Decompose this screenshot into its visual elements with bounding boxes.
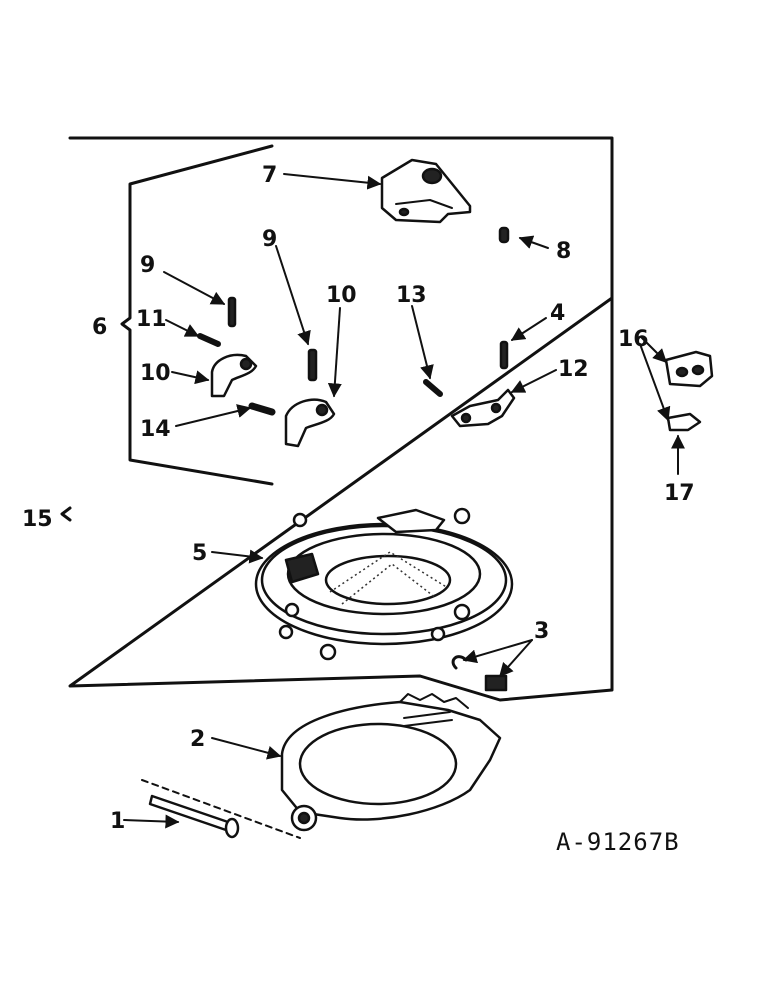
callout-14: 14: [140, 417, 171, 442]
part-7-housing: [380, 158, 472, 224]
part-9-left-pin: [227, 296, 237, 328]
bracket-6: [120, 144, 274, 486]
callout-5: 5: [192, 541, 207, 566]
callout-13: 13: [396, 283, 427, 308]
callout-4: 4: [550, 301, 565, 326]
part-5-housing-ring: [254, 507, 514, 661]
callout-9-left: 9: [140, 253, 155, 278]
part-12-latch: [450, 388, 516, 428]
figure-id: A-91267B: [556, 828, 680, 856]
callout-8: 8: [556, 239, 571, 264]
part-10-left-pawl: [210, 353, 258, 398]
part-8-pin: [498, 226, 510, 244]
callout-1: 1: [110, 809, 125, 834]
part-4-pin: [499, 340, 509, 370]
callout-10-right: 10: [326, 283, 357, 308]
callout-10-left: 10: [140, 361, 171, 386]
part-17-rivet: [666, 412, 702, 432]
assembly-frame: [68, 136, 614, 702]
callout-9-right: 9: [262, 227, 277, 252]
part-2-gear-ring: [280, 693, 502, 832]
part-10-right-pawl: [284, 398, 336, 448]
callout-12: 12: [558, 357, 589, 382]
callout-11: 11: [136, 307, 167, 332]
part-1-bolt: [141, 779, 301, 839]
callout-3: 3: [534, 619, 549, 644]
leader-lines: [123, 173, 685, 829]
callout-6: 6: [92, 315, 107, 340]
part-3-clip: [451, 655, 508, 692]
callout-16: 16: [618, 327, 649, 352]
part-13-pin: [423, 379, 443, 397]
callout-15: 15: [22, 507, 53, 532]
callout-2: 2: [190, 727, 205, 752]
part-11-pin: [197, 333, 221, 347]
part-16-clip: [664, 350, 714, 388]
part-14-pin: [248, 402, 276, 416]
callout-17: 17: [664, 481, 695, 506]
part-9-right-pin: [307, 348, 318, 382]
callout-7: 7: [262, 163, 277, 188]
brace-15: [60, 506, 72, 522]
